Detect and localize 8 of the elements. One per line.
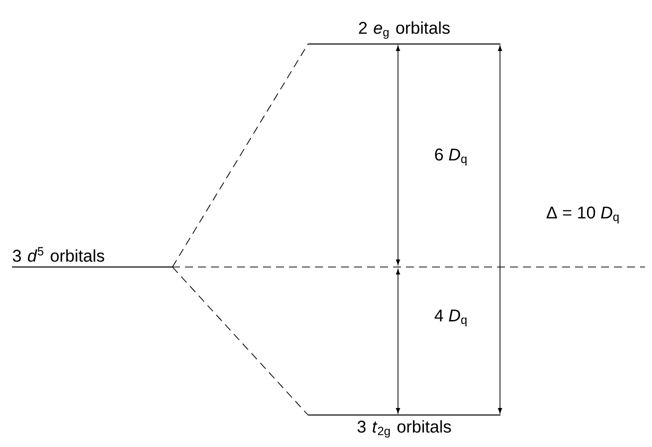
dimension-label: 4 D$_{q}$ xyxy=(434,310,467,326)
dimension-label: Δ = 10 D$_{q}$ xyxy=(546,206,619,224)
splitting-line xyxy=(172,44,308,268)
energy-level: 3 t$_{2g}$ orbitals xyxy=(308,414,501,438)
splitting-line xyxy=(172,266,308,416)
dimension-label: 6 D$_{q}$ xyxy=(435,148,467,166)
energy-level: 3 d$^{5}$ orbitals xyxy=(12,247,173,268)
energy-level: 2 e$_{g}$ orbitals xyxy=(308,21,501,44)
